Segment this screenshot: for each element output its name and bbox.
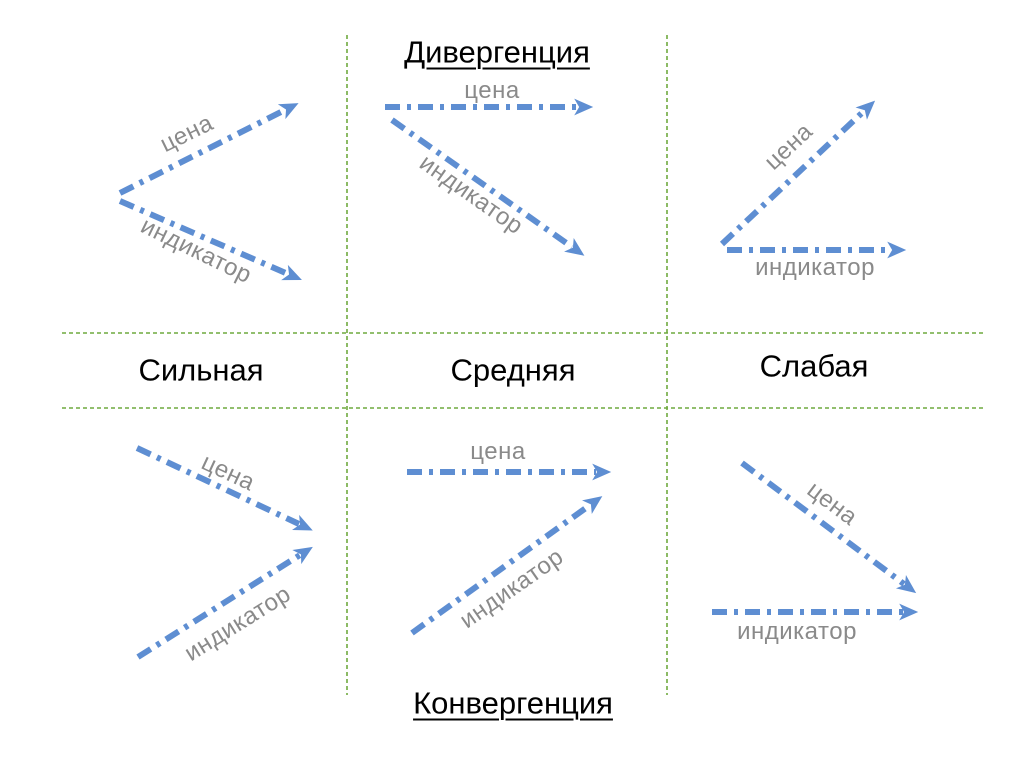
strength-label-strong: Сильная (138, 352, 264, 388)
divergence-strong-indicator-arrow (118, 198, 302, 281)
divergence-weak-indicator-label: индикатор (755, 254, 875, 281)
convergence-strong-price-arrow (135, 445, 313, 531)
grid-lines (62, 35, 985, 695)
convergence-weak-indicator-label: индикатор (737, 618, 857, 645)
divergence-title: Дивергенция (404, 34, 590, 70)
divergence-medium-indicator-arrow (390, 117, 585, 256)
strength-label-weak: Слабая (759, 348, 869, 384)
arrows (118, 98, 919, 660)
convergence-weak-price-arrow (740, 460, 917, 594)
convergence-title: Конвергенция (413, 685, 613, 721)
divergence-medium-price-label: цена (464, 77, 520, 104)
convergence-medium-indicator-arrow (410, 496, 603, 636)
convergence-medium-price-label: цена (470, 438, 526, 465)
strength-label-medium: Средняя (450, 352, 576, 388)
